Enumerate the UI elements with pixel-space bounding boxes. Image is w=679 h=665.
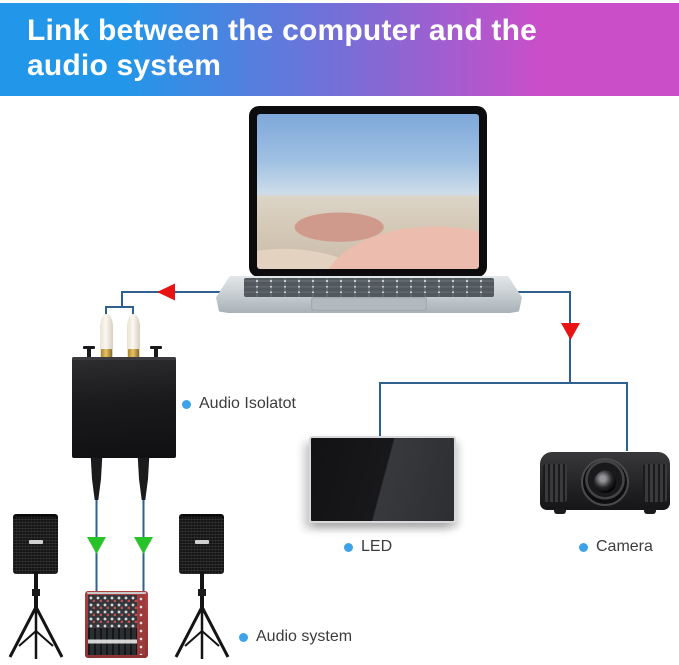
green-arrow-down-right-icon	[134, 537, 153, 554]
tripod-stand-left-icon	[8, 571, 64, 659]
audio-isolator-label: Audio Isolatot	[182, 395, 296, 413]
binding-post-left	[83, 346, 95, 357]
audio-system-label-text: Audio system	[256, 628, 353, 645]
cable-branch-led-camera	[379, 382, 628, 451]
laptop-screen	[249, 106, 487, 277]
cable-laptop-to-isolator	[121, 291, 226, 307]
projector-foot-right	[644, 509, 656, 514]
projector-lens-glass	[594, 471, 616, 494]
laptop-trackpad	[311, 297, 427, 311]
rca-plug-right	[127, 314, 140, 358]
led-label-text: LED	[361, 538, 393, 555]
page-title-line2: audio system	[27, 49, 222, 82]
binding-post-right	[150, 346, 162, 357]
audio-system-label: Audio system	[239, 628, 352, 646]
cable-isolator-split	[105, 306, 134, 316]
led-label: LED	[344, 538, 392, 556]
bullet-icon	[579, 542, 588, 552]
bullet-icon	[239, 632, 248, 642]
audio-isolator-box	[72, 357, 176, 458]
mixer-panel	[88, 595, 137, 655]
camera-label-text: Camera	[596, 538, 653, 555]
audio-isolator-label-text: Audio Isolatot	[199, 395, 296, 412]
speaker-left	[13, 514, 58, 574]
bullet-icon	[182, 399, 191, 409]
title-banner: Link between the computer and the audio …	[0, 3, 679, 96]
mixer-faders	[88, 628, 137, 655]
page-title-line1: Link between the computer and the	[27, 14, 537, 47]
tripod-stand-right-icon	[174, 571, 230, 659]
led-display	[309, 436, 456, 523]
projector-vent-left	[543, 464, 567, 502]
xlr-connector-left	[90, 458, 103, 500]
laptop-base	[216, 276, 522, 313]
rca-plug-left	[100, 314, 113, 358]
projector-foot-left	[554, 509, 566, 514]
cable-laptop-to-branch	[500, 291, 571, 383]
laptop-keyboard	[244, 278, 494, 297]
green-arrow-down-left-icon	[87, 537, 106, 554]
camera-projector	[540, 452, 670, 514]
projector-lens-icon	[581, 458, 629, 507]
speaker-right-logo	[194, 539, 209, 544]
xlr-connector-right	[137, 458, 150, 500]
projector-vent-right	[643, 464, 667, 502]
mixer-knobs	[88, 595, 137, 628]
audio-mixer	[85, 591, 148, 658]
speaker-left-logo	[28, 539, 43, 544]
bullet-icon	[344, 542, 353, 552]
speaker-right	[179, 514, 224, 574]
red-arrow-down-icon	[561, 323, 580, 340]
red-arrow-left-icon	[157, 283, 175, 301]
camera-label: Camera	[579, 538, 653, 556]
laptop-wallpaper	[257, 114, 479, 269]
mixer-master-section	[138, 595, 145, 655]
